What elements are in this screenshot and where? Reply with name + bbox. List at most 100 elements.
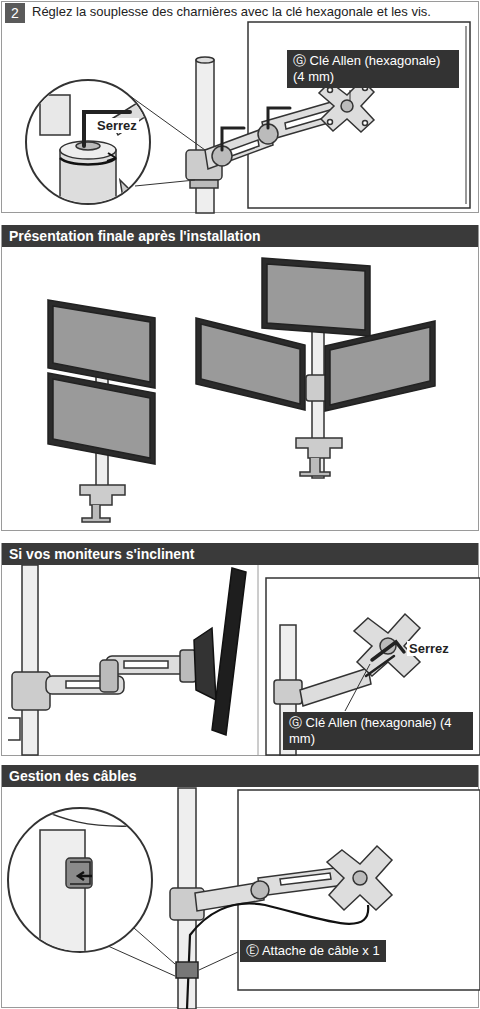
cable-clip bbox=[176, 962, 198, 978]
leader-line bbox=[345, 664, 370, 711]
monitor bbox=[330, 327, 430, 405]
leader-line bbox=[130, 90, 350, 186]
magnifier bbox=[20, 800, 150, 960]
node-text: Ⓔ Attache de câble x 1 bbox=[246, 943, 380, 959]
magnifier bbox=[78, 872, 84, 880]
magnifier bbox=[60, 141, 116, 159]
allen-key bbox=[366, 642, 404, 676]
monitor bbox=[201, 324, 300, 404]
monitor bbox=[267, 264, 365, 330]
leader-line bbox=[134, 928, 175, 964]
cable-clip bbox=[176, 962, 198, 978]
node-text: Si vos moniteurs s'inclinent bbox=[9, 546, 471, 562]
pole bbox=[196, 60, 214, 213]
monitor-back bbox=[466, 26, 467, 204]
arm bbox=[46, 650, 196, 694]
instruction-text: Réglez la souplesse des charnières avec … bbox=[32, 4, 431, 19]
monitor-back bbox=[266, 578, 480, 755]
arm bbox=[280, 873, 331, 885]
arm bbox=[180, 650, 196, 682]
vesa-plate bbox=[363, 121, 368, 126]
monitor-stand bbox=[82, 505, 110, 522]
step-number: 2 bbox=[5, 3, 25, 23]
magnifier bbox=[40, 830, 85, 960]
magnifier bbox=[8, 800, 152, 960]
monitor-stand bbox=[300, 458, 330, 476]
magnifier bbox=[70, 862, 90, 884]
leader-line bbox=[135, 180, 195, 186]
pole bbox=[12, 672, 50, 710]
magnifier bbox=[40, 95, 155, 220]
allen-key bbox=[366, 656, 394, 676]
vesa-plate bbox=[327, 846, 392, 910]
magnifier bbox=[107, 153, 116, 161]
pole bbox=[186, 57, 222, 213]
monitor-back bbox=[248, 22, 470, 208]
monitor bbox=[48, 258, 435, 464]
action-label: Serrez bbox=[95, 118, 139, 133]
section-header: Si vos moniteurs s'inclinent bbox=[2, 543, 478, 565]
monitor-back bbox=[238, 790, 480, 990]
allen-key bbox=[222, 108, 290, 150]
node-text: Présentation finale après l'installation bbox=[9, 228, 471, 244]
leader-line bbox=[108, 946, 175, 976]
node-text: Ⓖ Clé Allen (hexagonale) (4 mm) bbox=[293, 53, 453, 85]
pole bbox=[8, 718, 20, 740]
section-header: Présentation finale après l'installation bbox=[2, 225, 478, 247]
magnifier bbox=[20, 800, 150, 826]
monitor bbox=[196, 318, 305, 410]
panel-border bbox=[2, 226, 479, 531]
monitor bbox=[262, 258, 370, 336]
pole bbox=[8, 565, 50, 755]
node-text: Gestion des câbles bbox=[9, 768, 471, 784]
arm bbox=[100, 660, 118, 692]
allen-key bbox=[268, 108, 290, 128]
arm bbox=[205, 98, 349, 169]
pole bbox=[22, 565, 38, 755]
magnifier bbox=[26, 80, 155, 220]
leader-line bbox=[199, 952, 238, 970]
magnifier bbox=[76, 142, 100, 150]
pole bbox=[196, 57, 214, 63]
vesa-plate bbox=[327, 846, 392, 910]
monitor bbox=[212, 568, 246, 735]
monitor-back bbox=[238, 790, 480, 990]
monitor bbox=[325, 321, 435, 411]
monitor-back bbox=[300, 668, 371, 706]
monitor bbox=[194, 568, 246, 735]
monitor bbox=[48, 373, 155, 464]
node-text: 2 bbox=[5, 5, 25, 21]
action-label: Serrez bbox=[407, 641, 451, 656]
arm bbox=[251, 881, 269, 899]
monitor-back bbox=[266, 578, 480, 755]
monitor-back bbox=[274, 680, 302, 704]
leader-line bbox=[350, 90, 351, 101]
monitor bbox=[194, 628, 216, 700]
vesa-plate bbox=[328, 88, 333, 93]
vesa-plate bbox=[341, 100, 353, 112]
part-callout: Ⓔ Attache de câble x 1 bbox=[240, 940, 386, 962]
arm bbox=[124, 661, 168, 668]
magnifier bbox=[40, 95, 70, 135]
arm bbox=[195, 866, 352, 911]
vesa-plate bbox=[353, 871, 367, 885]
monitor-back bbox=[248, 22, 470, 208]
monitor-stand bbox=[296, 438, 342, 458]
allen-key bbox=[372, 642, 404, 660]
magnifier bbox=[80, 875, 92, 878]
tool-callout: Ⓖ Clé Allen (hexagonale) (4 mm) bbox=[287, 50, 459, 88]
monitor bbox=[48, 300, 155, 388]
node-text: Ⓖ Clé Allen (hexagonale) (4 mm) bbox=[289, 715, 467, 747]
leader-line bbox=[345, 664, 370, 711]
allen-key bbox=[222, 128, 244, 150]
magnifier bbox=[120, 180, 140, 210]
magnifier bbox=[60, 150, 116, 220]
monitor bbox=[53, 306, 150, 382]
monitor bbox=[53, 379, 150, 458]
magnifier bbox=[66, 858, 92, 888]
pole bbox=[190, 180, 218, 188]
separator bbox=[258, 565, 259, 755]
panel-border bbox=[2, 544, 479, 756]
section-header: Gestion des câbles bbox=[2, 765, 478, 787]
